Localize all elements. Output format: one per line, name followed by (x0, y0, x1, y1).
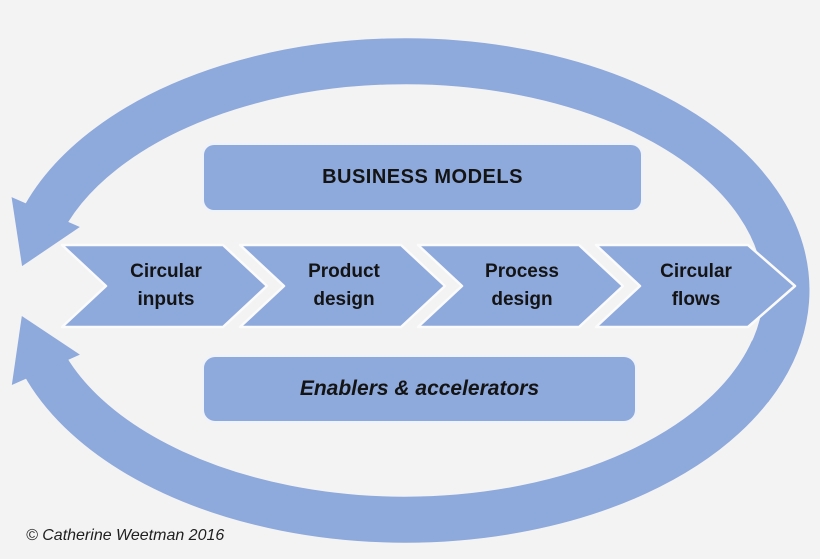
stage-4-line-2: flows (671, 289, 721, 310)
copyright-credit: © Catherine Weetman 2016 (26, 527, 225, 544)
stage-3-line-1: Process (485, 261, 559, 282)
enablers-box: Enablers & accelerators (202, 355, 637, 423)
cycle-arrow-bottom-arc (11, 316, 794, 543)
chevron-label-circular-inputs: Circular inputs (81, 258, 251, 314)
stage-4-line-1: Circular (660, 261, 732, 282)
chevron-circular-inputs (60, 243, 269, 329)
stage-1-line-2: inputs (137, 289, 195, 310)
stage-2-line-1: Product (308, 261, 380, 282)
enablers-label: Enablers & accelerators (299, 377, 540, 400)
stage-1-line-1: Circular (130, 261, 202, 282)
business-models-label: BUSINESS MODELS (322, 166, 523, 188)
chevron-process-design (416, 243, 625, 329)
chevron-label-circular-flows: Circular flows (611, 258, 781, 314)
chevron-label-product-design: Product design (259, 258, 429, 314)
stage-2-line-2: design (313, 289, 375, 310)
business-models-box: BUSINESS MODELS (202, 143, 643, 212)
chevron-label-process-design: Process design (437, 258, 607, 314)
chevron-product-design (238, 243, 447, 329)
chevron-circular-flows (594, 243, 797, 329)
cycle-arrow-top-arc (11, 38, 810, 403)
stage-3-line-2: design (491, 289, 553, 310)
